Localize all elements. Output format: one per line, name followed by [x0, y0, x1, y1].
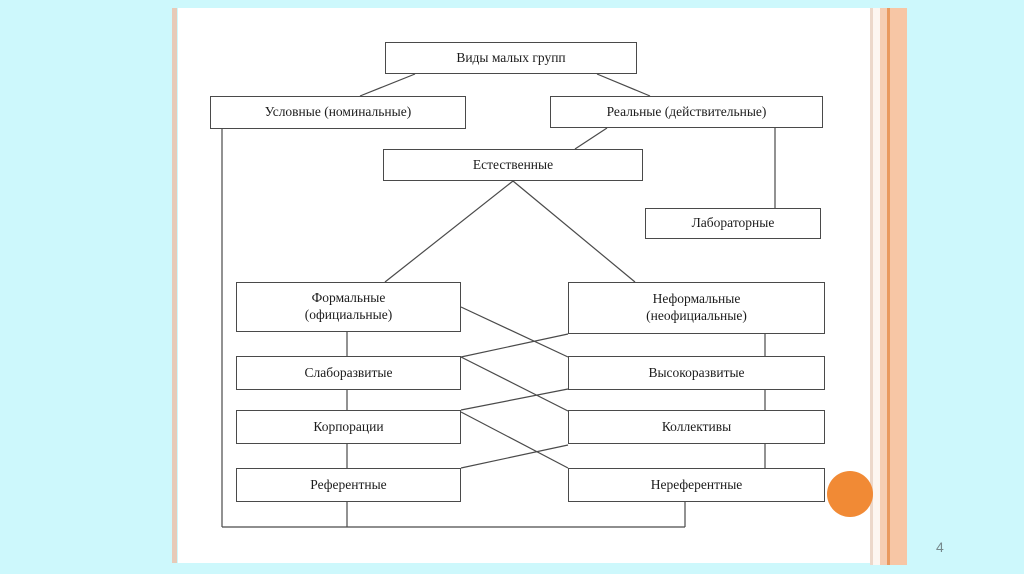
node-label: Неформальные [652, 291, 741, 307]
node-sublabel: (неофициальные) [646, 308, 747, 323]
node-laboratornye: Лабораторные [645, 208, 821, 239]
node-label: Слаборазвитые [304, 364, 393, 380]
left-accent-stripe [172, 8, 177, 563]
slide-page-number: 4 [936, 539, 944, 555]
node-label: Виды малых групп [456, 49, 566, 65]
node-label: Естественные [472, 156, 554, 172]
node-sublabel: (официальные) [304, 307, 393, 322]
node-kollektivy: Коллективы [568, 410, 825, 444]
node-slaborazvitye: Слаборазвитые [236, 356, 461, 390]
node-label: Корпорации [313, 418, 384, 434]
node-estestvennye: Естественные [383, 149, 643, 181]
node-vysokorazvitye: Высокоразвитые [568, 356, 825, 390]
node-label: Формальные [311, 290, 386, 306]
node-uslovnye: Условные (номинальные) [210, 96, 466, 129]
node-label: Условные (номинальные) [264, 104, 412, 120]
node-vidy-malyh-grupp: Виды малых групп [385, 42, 637, 74]
node-neformalnye: Неформальные (неофициальные) [568, 282, 825, 334]
right-accent-stripes [870, 8, 907, 565]
node-korporacii: Корпорации [236, 410, 461, 444]
node-nereferentnye: Нереферентные [568, 468, 825, 502]
node-label: Высокоразвитые [648, 364, 745, 380]
node-label: Лабораторные [691, 215, 775, 231]
node-label: Референтные [310, 476, 387, 492]
node-label: Коллективы [661, 418, 732, 434]
node-label: Реальные (действительные) [606, 103, 767, 119]
node-referentnye: Референтные [236, 468, 461, 502]
node-realnye: Реальные (действительные) [550, 96, 823, 128]
node-label: Нереферентные [650, 476, 743, 492]
node-formalnye: Формальные (официальные) [236, 282, 461, 332]
orange-circle-icon [827, 471, 873, 517]
